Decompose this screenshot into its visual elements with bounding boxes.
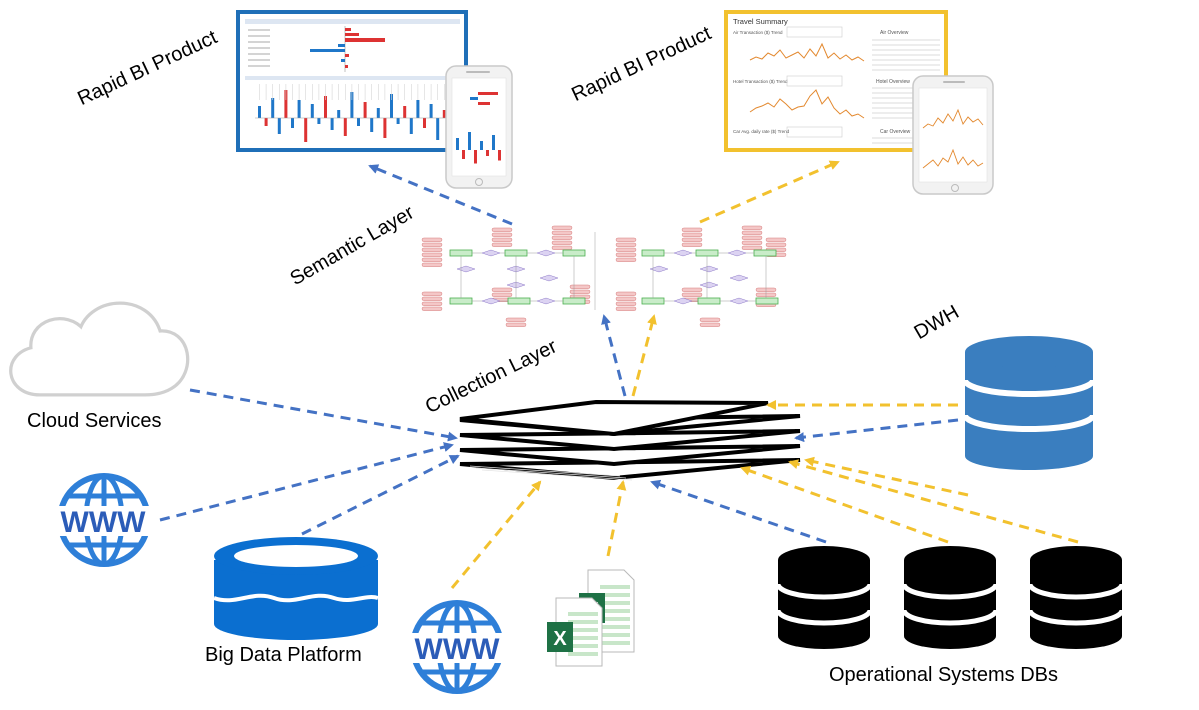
arrow-excel-to-collection [606, 480, 627, 557]
arrow-dwh-bottom-to-collection [804, 456, 969, 497]
dashboard-right: Travel Summary Air Transaction ($) Trend… [724, 10, 948, 152]
data-flow-arrows [159, 160, 1079, 589]
dashboard-right-section-1: Air Transaction ($) Trend [733, 30, 783, 35]
web-globe-icon-2: WWW [404, 600, 510, 694]
arrow-opdb1-to-collection [650, 479, 827, 544]
dashboard-left-columns [258, 84, 453, 142]
excel-file-2-label: X [553, 628, 567, 650]
arrow-web1-to-collection [159, 442, 454, 522]
dashboard-right-overview-2: Hotel Overview [876, 79, 910, 85]
dashboard-right-overview-1: Air Overview [880, 30, 909, 36]
arrow-web2-to-collection [450, 480, 542, 589]
operational-systems-dbs-label: Operational Systems DBs [829, 664, 1058, 686]
big-data-platform-icon [213, 537, 379, 640]
collection-layer-stack [459, 399, 801, 481]
dashboard-left [236, 10, 468, 152]
operational-db-icon-1 [775, 546, 873, 649]
semantic-layer-er-diagram [421, 225, 787, 327]
web-globe-2-label: WWW [415, 633, 501, 666]
dashboard-left-bars [248, 26, 385, 72]
cloud-services-label: Cloud Services [27, 410, 162, 432]
dashboard-right-overview-3: Car Overview [880, 129, 911, 135]
arrow-semantic-to-bi-right [699, 160, 840, 224]
dashboard-right-hotel-trend [749, 89, 865, 119]
arrow-dwh-to-collection-blue [794, 418, 959, 443]
dashboard-right-section-2: Hotel Transaction ($) Trend [733, 79, 788, 84]
arrow-opdb2-to-collection [740, 465, 949, 544]
phone-right [912, 75, 994, 195]
phone-left [445, 65, 513, 189]
dashboard-right-title: Travel Summary [733, 17, 788, 26]
arrow-cloud-to-collection [189, 388, 458, 442]
operational-db-icon-2 [901, 546, 999, 649]
dwh-database-icon [962, 336, 1096, 470]
arrow-semantic-to-bi-left [368, 164, 513, 226]
web-globe-icon-1: WWW [50, 473, 156, 567]
dashboard-right-air-trend [749, 42, 865, 62]
excel-files-icon: X X [547, 569, 635, 667]
operational-db-icon-3 [1027, 546, 1125, 649]
arrow-collection-to-semantic-blue [601, 314, 627, 397]
arrow-collection-to-semantic-yellow [631, 314, 657, 397]
dashboard-right-section-3: Car Avg. daily rate ($) Trend [733, 129, 790, 134]
arrow-bigdata-to-collection [301, 454, 460, 536]
web-globe-1-label: WWW [61, 506, 147, 539]
big-data-platform-label: Big Data Platform [205, 644, 362, 666]
cloud-icon [9, 301, 190, 397]
